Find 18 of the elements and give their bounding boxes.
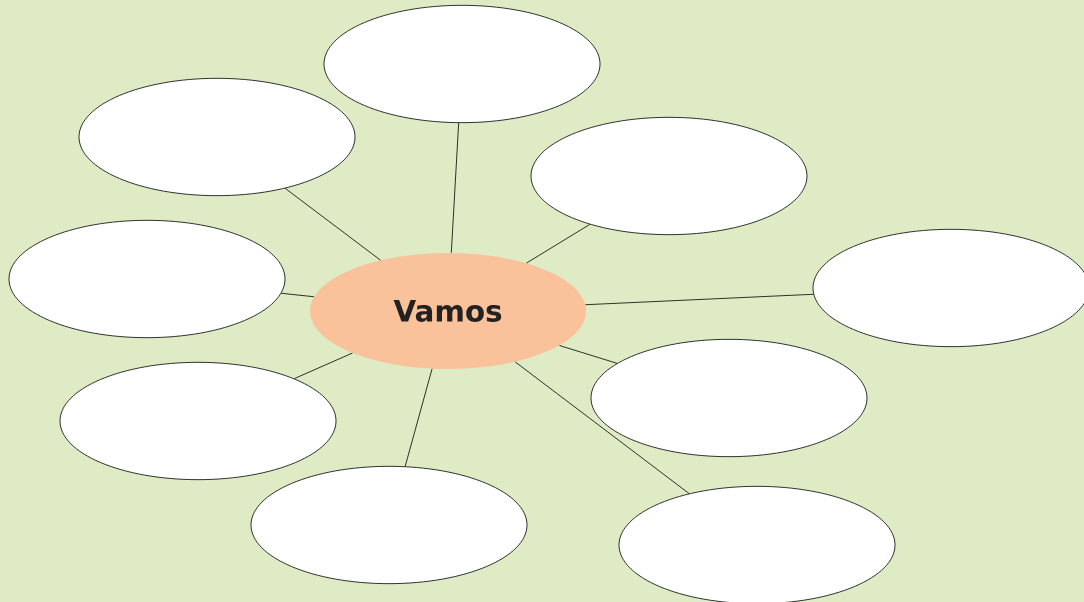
connector-line — [526, 224, 591, 264]
blank-ellipse — [8, 219, 286, 339]
blank-ellipse — [250, 465, 528, 585]
connector-line — [559, 345, 618, 364]
blank-ellipse — [530, 116, 808, 236]
blank-ellipse — [618, 485, 896, 602]
connector-line — [450, 122, 460, 254]
blank-ellipse — [590, 338, 868, 458]
blank-ellipse — [78, 77, 356, 197]
connector-line — [404, 368, 433, 467]
connector-line — [514, 361, 690, 494]
connector-line — [585, 293, 814, 306]
blank-ellipse — [812, 228, 1084, 348]
connector-line — [293, 352, 353, 379]
connector-line — [284, 188, 381, 261]
blank-ellipse — [323, 4, 601, 124]
blank-ellipse — [59, 361, 337, 481]
connector-line — [280, 292, 315, 298]
